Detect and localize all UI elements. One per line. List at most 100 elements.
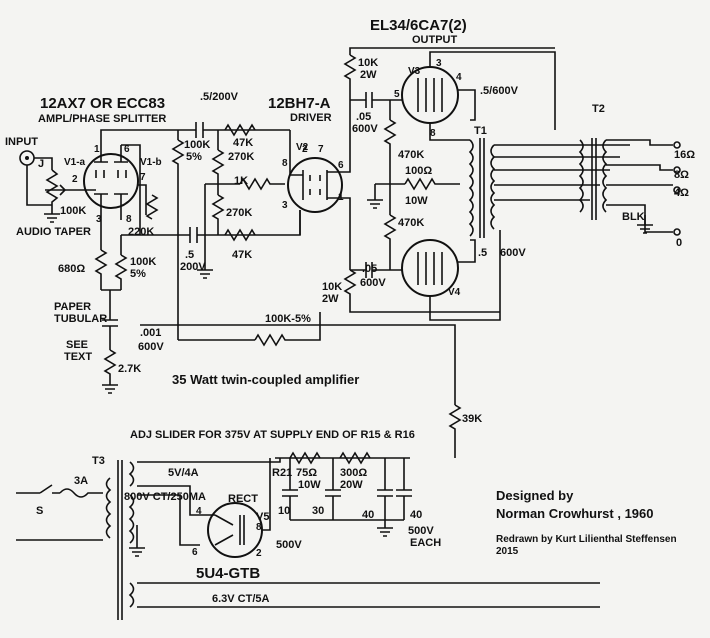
terminal-16-icon[interactable] bbox=[673, 141, 681, 149]
output-role-label: OUTPUT bbox=[412, 34, 458, 46]
input-label: INPUT bbox=[5, 136, 38, 148]
r220k-icon bbox=[145, 194, 159, 220]
component-value: 100Ω bbox=[405, 165, 432, 177]
winding-label: 800V CT/250MA bbox=[124, 491, 206, 503]
component-value: 470K bbox=[398, 217, 424, 229]
v3-ref: V3 bbox=[408, 66, 421, 77]
v1b-ref: V1-b bbox=[140, 157, 162, 168]
output-type-label: EL34/6CA7(2) bbox=[370, 17, 467, 34]
output-tap-label: 0 bbox=[676, 237, 682, 249]
t2-ref: T2 bbox=[592, 103, 605, 115]
v2-ref: V2 bbox=[296, 142, 309, 153]
component-value: 270K bbox=[228, 151, 254, 163]
component-value: 2.7K bbox=[118, 363, 141, 375]
component-value: TUBULAR bbox=[54, 313, 107, 325]
component-value: 75Ω bbox=[296, 467, 317, 479]
pin-label: 8 bbox=[126, 214, 132, 225]
v1a-ref: V1-a bbox=[64, 157, 86, 168]
r100k-a-icon bbox=[171, 139, 185, 340]
component-value: EACH bbox=[410, 537, 441, 549]
component-value: 39K bbox=[462, 413, 482, 425]
pot-value: 100K bbox=[60, 205, 86, 217]
component-value: 470K bbox=[398, 149, 424, 161]
r100-icon bbox=[404, 177, 460, 191]
r10k-top-icon bbox=[343, 54, 357, 100]
component-value: PAPER bbox=[54, 301, 91, 313]
r39k-icon bbox=[448, 404, 462, 458]
r-feedback-icon bbox=[254, 312, 321, 347]
pin-label: 5 bbox=[394, 89, 400, 100]
component-value: 10 bbox=[278, 505, 290, 517]
pin-label: 2 bbox=[256, 548, 262, 559]
taper-label: AUDIO TAPER bbox=[16, 226, 91, 238]
pin-label: 4 bbox=[456, 72, 462, 83]
component-value: .001 bbox=[140, 327, 161, 339]
component-value: .5 bbox=[478, 247, 487, 259]
credit-year: 2015 bbox=[496, 546, 519, 557]
r270k-a-icon bbox=[211, 149, 225, 184]
component-value: 100K bbox=[130, 256, 156, 268]
terminal-4-icon[interactable] bbox=[673, 186, 681, 194]
component-value: .5 bbox=[185, 249, 194, 261]
terminal-0-icon[interactable] bbox=[673, 228, 681, 236]
component-value: 2W bbox=[322, 293, 339, 305]
v4-tube bbox=[350, 230, 501, 321]
r100k-b-icon bbox=[114, 254, 128, 290]
pin-label: 3 bbox=[282, 200, 288, 211]
pin-label: 3 bbox=[436, 58, 442, 69]
input-section bbox=[19, 150, 67, 223]
component-value: 40 bbox=[362, 509, 374, 521]
pin-label: 2 bbox=[302, 144, 308, 155]
component-value: 500V bbox=[408, 525, 434, 537]
t1-transformer bbox=[468, 138, 630, 238]
v1-role-label: AMPL/PHASE SPLITTER bbox=[38, 113, 166, 125]
component-value: 30 bbox=[312, 505, 324, 517]
v1-type-label: 12AX7 OR ECC83 bbox=[40, 95, 165, 112]
component-value: SEE bbox=[66, 339, 88, 351]
pin-label: 3 bbox=[96, 214, 102, 225]
component-value: 1K bbox=[234, 175, 248, 187]
pin-label: 8 bbox=[282, 158, 288, 169]
labels: 12AX7 OR ECC83 AMPL/PHASE SPLITTER 12BH7… bbox=[5, 17, 695, 605]
credit-designer: Norman Crowhurst , 1960 bbox=[496, 506, 654, 521]
component-value: 3A bbox=[74, 475, 88, 487]
t1-ref: T1 bbox=[474, 125, 487, 137]
r300-icon bbox=[339, 451, 371, 465]
r10k-bot-icon bbox=[343, 269, 500, 313]
input-pot-icon bbox=[45, 169, 59, 205]
component-value: 200V bbox=[180, 261, 206, 273]
component-value: 220K bbox=[128, 226, 154, 238]
v2-tube bbox=[287, 100, 351, 270]
r680-icon bbox=[94, 249, 108, 290]
component-value: 47K bbox=[232, 249, 252, 261]
adj-note: ADJ SLIDER FOR 375V AT SUPPLY END OF R15… bbox=[130, 429, 415, 441]
component-value: 600V bbox=[360, 277, 386, 289]
component-value: 10W bbox=[405, 195, 428, 207]
power-supply bbox=[16, 451, 600, 620]
component-value: 10W bbox=[298, 479, 321, 491]
v5-tube bbox=[207, 502, 263, 558]
jack-ref: J bbox=[38, 158, 44, 170]
v4-ref: V4 bbox=[448, 287, 461, 298]
t3-ref: T3 bbox=[92, 455, 105, 467]
v2-role-label: DRIVER bbox=[290, 112, 332, 124]
v5-ref: V5 bbox=[256, 511, 269, 523]
r27k-icon bbox=[103, 349, 117, 385]
pin-label: 8 bbox=[430, 128, 436, 139]
output-grid-network bbox=[343, 47, 555, 313]
feedback-and-supply bbox=[140, 312, 462, 459]
pin-label: 7 bbox=[140, 172, 146, 183]
component-value: 10K bbox=[322, 281, 342, 293]
component-value: 500V bbox=[276, 539, 302, 551]
component-value: 270K bbox=[226, 207, 252, 219]
r470k-top-icon bbox=[383, 119, 397, 184]
pin-label: 4 bbox=[196, 506, 202, 517]
terminal-8-icon[interactable] bbox=[673, 166, 681, 174]
t2-transformer bbox=[578, 138, 681, 236]
component-value: 600V bbox=[138, 341, 164, 353]
rectifier-type: 5U4-GTB bbox=[196, 565, 260, 582]
pin-label: 1 bbox=[338, 192, 344, 203]
diagram-title: 35 Watt twin-coupled amplifier bbox=[172, 372, 359, 387]
fuse-icon bbox=[59, 488, 103, 498]
component-value: 5% bbox=[186, 151, 202, 163]
